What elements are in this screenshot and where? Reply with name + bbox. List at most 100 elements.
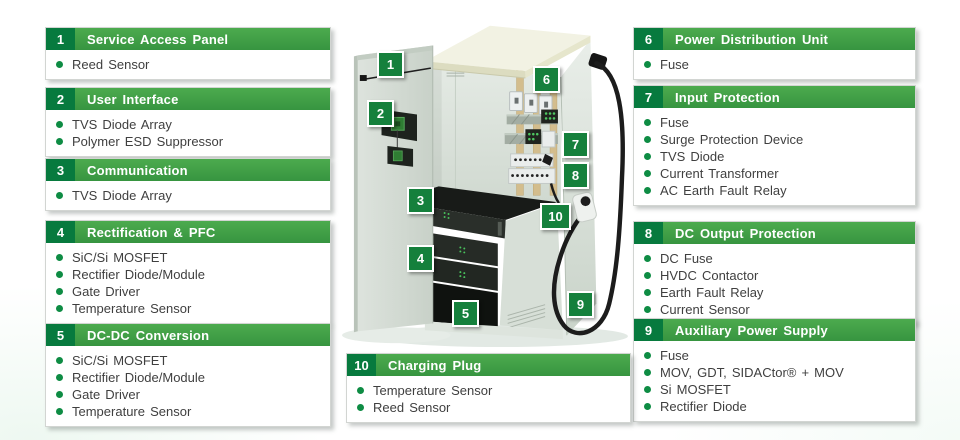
panel-title: DC-DC Conversion xyxy=(87,327,210,343)
panel-header: 8 DC Output Protection xyxy=(634,222,915,244)
panel-service-access: 1 Service Access Panel Reed Sensor xyxy=(45,27,331,80)
rack-modules xyxy=(391,186,557,328)
relay-blocks xyxy=(525,109,558,148)
panel-number: 10 xyxy=(347,354,376,376)
list-item: SiC/Si MOSFET xyxy=(56,352,322,369)
bullet-icon xyxy=(56,288,63,295)
panel-user-interface: 2 User Interface TVS Diode Array Polymer… xyxy=(45,87,331,157)
component-list: SiC/Si MOSFET Rectifier Diode/Module Gat… xyxy=(46,346,330,426)
panel-charging-plug: 10 Charging Plug Temperature Sensor Reed… xyxy=(346,353,631,423)
panel-title: DC Output Protection xyxy=(675,225,816,241)
panel-rectification-pfc: 4 Rectification & PFC SiC/Si MOSFET Rect… xyxy=(45,220,331,324)
bullet-icon xyxy=(644,255,651,262)
callout-badge-1: 1 xyxy=(377,51,404,78)
panel-dcdc-conversion: 5 DC-DC Conversion SiC/Si MOSFET Rectifi… xyxy=(45,323,331,427)
list-item: Rectifier Diode xyxy=(644,398,907,415)
panel-title: Input Protection xyxy=(675,89,780,105)
bullet-icon xyxy=(644,306,651,313)
panel-number: 6 xyxy=(634,28,663,50)
list-item: TVS Diode xyxy=(644,148,907,165)
component-list: TVS Diode Array xyxy=(46,181,330,210)
list-item: Fuse xyxy=(644,114,907,131)
list-item: Rectifier Diode/Module xyxy=(56,369,322,386)
component-list: Reed Sensor xyxy=(46,50,330,79)
panel-title: Communication xyxy=(87,162,188,178)
panel-header: 7 Input Protection xyxy=(634,86,915,108)
bullet-icon xyxy=(357,387,364,394)
list-item: Earth Fault Relay xyxy=(644,284,907,301)
list-item: AC Earth Fault Relay xyxy=(644,182,907,199)
bullet-icon xyxy=(56,138,63,145)
panel-title: Charging Plug xyxy=(388,357,482,373)
bullet-icon xyxy=(644,136,651,143)
callout-badge-2: 2 xyxy=(367,100,394,127)
panel-title: Power Distribution Unit xyxy=(675,31,829,47)
panel-number: 9 xyxy=(634,319,663,341)
panel-header: 2 User Interface xyxy=(46,88,330,110)
list-item: MOV, GDT, SIDACtor® + MOV xyxy=(644,364,907,381)
bullet-icon xyxy=(644,369,651,376)
panel-header: 10 Charging Plug xyxy=(347,354,630,376)
panel-number: 2 xyxy=(46,88,75,110)
list-item: Reed Sensor xyxy=(56,56,322,73)
bullet-icon xyxy=(56,121,63,128)
panel-header: 9 Auxiliary Power Supply xyxy=(634,319,915,341)
charging-cable xyxy=(551,53,625,336)
bullet-icon xyxy=(56,391,63,398)
list-item: Reed Sensor xyxy=(357,399,622,416)
bullet-icon xyxy=(644,272,651,279)
bullet-icon xyxy=(644,61,651,68)
callout-badge-6: 6 xyxy=(533,66,560,93)
panel-number: 3 xyxy=(46,159,75,181)
panel-dc-output-protection: 8 DC Output Protection DC Fuse HVDC Cont… xyxy=(633,221,916,325)
callout-badge-9: 9 xyxy=(567,291,594,318)
panel-auxiliary-power: 9 Auxiliary Power Supply Fuse MOV, GDT, … xyxy=(633,318,916,422)
bullet-icon xyxy=(644,153,651,160)
list-item: Current Transformer xyxy=(644,165,907,182)
cabinet-lid xyxy=(424,25,591,79)
bullet-icon xyxy=(644,386,651,393)
bullet-icon xyxy=(56,254,63,261)
list-item: Si MOSFET xyxy=(644,381,907,398)
bullet-icon xyxy=(56,408,63,415)
bullet-icon xyxy=(56,305,63,312)
panel-number: 1 xyxy=(46,28,75,50)
component-list: DC Fuse HVDC Contactor Earth Fault Relay… xyxy=(634,244,915,324)
bullet-icon xyxy=(357,404,364,411)
panel-title: Rectification & PFC xyxy=(87,224,216,240)
list-item: Current Sensor xyxy=(644,301,907,318)
panel-title: Service Access Panel xyxy=(87,31,229,47)
panel-number: 8 xyxy=(634,222,663,244)
list-item: Gate Driver xyxy=(56,386,322,403)
list-item: Polymer ESD Suppressor xyxy=(56,133,322,150)
component-list: TVS Diode Array Polymer ESD Suppressor xyxy=(46,110,330,156)
list-item: Rectifier Diode/Module xyxy=(56,266,322,283)
list-item: Temperature Sensor xyxy=(357,382,622,399)
callout-badge-5: 5 xyxy=(452,300,479,327)
list-item: Fuse xyxy=(644,56,907,73)
panel-number: 7 xyxy=(634,86,663,108)
list-item: TVS Diode Array xyxy=(56,116,322,133)
panel-input-protection: 7 Input Protection Fuse Surge Protection… xyxy=(633,85,916,206)
list-item: Temperature Sensor xyxy=(56,300,322,317)
bullet-icon xyxy=(644,187,651,194)
panel-number: 4 xyxy=(46,221,75,243)
list-item: DC Fuse xyxy=(644,250,907,267)
list-item: Surge Protection Device xyxy=(644,131,907,148)
panel-header: 1 Service Access Panel xyxy=(46,28,330,50)
component-list: Fuse xyxy=(634,50,915,79)
callout-badge-4: 4 xyxy=(407,245,434,272)
callout-badge-3: 3 xyxy=(407,187,434,214)
bullet-icon xyxy=(644,170,651,177)
bullet-icon xyxy=(56,374,63,381)
component-list: Temperature Sensor Reed Sensor xyxy=(347,376,630,422)
bullet-icon xyxy=(56,271,63,278)
bullet-icon xyxy=(644,352,651,359)
bullet-icon xyxy=(56,61,63,68)
callout-badge-7: 7 xyxy=(562,131,589,158)
list-item: Temperature Sensor xyxy=(56,403,322,420)
panel-power-distribution: 6 Power Distribution Unit Fuse xyxy=(633,27,916,80)
list-item: TVS Diode Array xyxy=(56,187,322,204)
panel-title: Auxiliary Power Supply xyxy=(675,322,828,338)
list-item: SiC/Si MOSFET xyxy=(56,249,322,266)
